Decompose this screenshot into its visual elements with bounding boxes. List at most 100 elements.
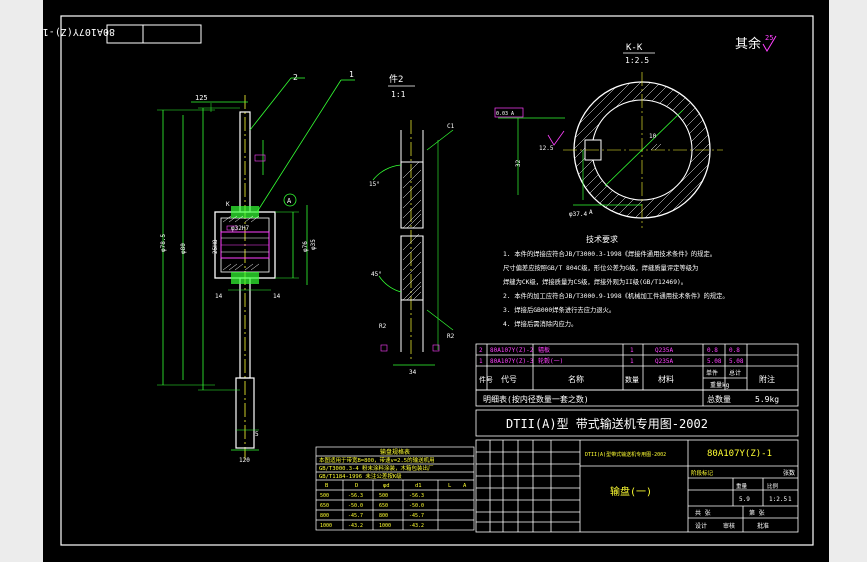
part-row-weight: 0.8 [707,347,718,354]
revision-cell: 500 [320,493,329,499]
revision-cell: 800 [320,513,329,519]
section-name: K-K [626,43,643,53]
section-keyway-depth: φ37.4 [569,211,587,218]
scale-value: 1:2.5 [769,496,787,503]
parts-list [475,343,799,407]
header-no: 件号 [479,375,493,384]
title-block [475,439,799,533]
section-keyway-width: 10 [649,133,657,140]
tech-req-item: 焊缝为CK级，焊接质量为CS级，焊接外观为II级(GB/T12469)。 [503,277,687,286]
dim-side-left: φ78.5 [160,234,167,252]
leader-label-2: 2 [293,73,298,82]
detail-dim-bottom: 34 [409,369,417,376]
dim-14b: 14 [273,293,281,300]
revision-head: d1 [415,483,422,489]
tech-req-item: 3. 焊接后GB000焊条进行去应力退火。 [503,305,615,314]
part-row-no: 2 [479,347,483,354]
total-weight: 5.9kg [755,395,779,404]
design-label: 设计 [695,522,707,530]
detail-angle2: 45° [371,271,382,278]
part-row-code: 80A107Y(Z)-3 [490,358,534,365]
revision-cell: -50.0 [409,503,424,509]
part-row-no: 1 [479,358,483,365]
part-row-name: 轮毂(一) [538,357,563,365]
revision-head: L [448,483,452,489]
revision-cell: 500 [379,493,388,499]
tech-req-title: 技术要求 [586,234,618,244]
revision-head: A [463,483,467,489]
weight-label: 重量 [736,482,748,490]
section-angle-label: A [589,209,593,216]
revision-cell: 650 [320,503,329,509]
revision-cell: -50.0 [348,503,363,509]
detail-r2-label: R2 [447,333,455,340]
part-row-total: 0.8 [729,347,740,354]
revision-cell: -45.7 [409,513,424,519]
roughness-value: 25 [765,34,773,42]
revision-row: 本图适用于带宽B=800，带速v=2.5的输送机用 [319,456,435,464]
drawing-sheet: 80A107Y(Z)-1 其余 25 [43,0,829,562]
scale-label: 比例 [767,482,779,490]
dim-14a: 14 [215,293,223,300]
revision-head: B [325,483,329,489]
total-weight-label: 总数量 [707,394,731,404]
header-qty: 数量 [625,375,639,384]
revision-cell: -45.7 [348,513,363,519]
part-row-code: 80A107Y(Z)-2 [490,347,534,354]
cad-drawing: 80A107Y(Z)-1 其余 25 [43,15,814,546]
revision-head: φd [383,483,390,489]
detail-r-label: R2 [379,323,387,330]
section-kk [494,72,723,228]
tech-req-item: 1. 本件的焊接应符合JB/T3000.3-1998《焊接件通用技术条件》的规定… [503,249,716,258]
part-row-material: Q235A [655,358,673,365]
header-unit: 单件 [706,369,718,377]
leader-label-1: 1 [349,70,354,79]
revision-cell: 1000 [320,523,332,529]
roughness-note: 其余 [735,36,761,52]
tech-req-list: 1. 本件的焊接应符合JB/T3000.3-1998《焊接件通用技术条件》的规定… [503,249,729,328]
revision-cell: 1000 [379,523,391,529]
stage-label: 阶段标记 [691,469,714,477]
revision-cell: -56.3 [348,493,363,499]
title-block-number: 80A107Y(Z)-1 [707,449,772,459]
revision-title: 输盘规格表 [380,448,410,456]
drawing-border [60,15,814,546]
mirrored-number-box: 80A107Y(Z)-1 [43,24,202,44]
tech-req-item: 尺寸偏差应按照GB/T 804C级，形位公差为G级，焊缝质量评定等级为 [503,263,698,272]
roughness-symbol-icon [762,35,777,52]
header-name: 名称 [568,374,584,384]
dim-top: 125 [195,94,208,102]
part-row-name: 辐板 [538,346,550,354]
section-scale: 1:2.5 [625,56,649,65]
header-code: 代号 [501,374,517,384]
detail-view [372,120,454,366]
header-weight: 重量kg [710,381,730,389]
revision-row: GB/T3000.3-4 粉末涂料涂装，木箱包装出厂 [319,464,434,472]
revision-row: GB/T1184-1996 未注公差按K级 [319,472,402,480]
dim-phi2: φ76 [302,241,309,252]
header-total: 总计 [729,369,741,377]
dim-bottom: 120 [239,457,250,464]
part-row-qty: 1 [630,358,634,365]
total-sheets: 共 张 [695,509,711,517]
part-row-weight: 5.08 [707,358,722,365]
tech-req-item: 4. 焊接后需消除内应力。 [503,319,577,328]
main-view [157,77,355,460]
dim-phi1: φ80 [180,243,187,254]
sheet-no: 第 张 [749,509,765,517]
revision-cell: -56.3 [409,493,424,499]
header-note: 附注 [759,374,775,384]
check-label: 审核 [723,522,735,530]
label-k: K [226,201,230,208]
dim-hub: 25H8 [212,239,219,254]
title-block-part-name: 输盘(一) [610,485,652,498]
dim-inner: φ32H7 [231,225,249,232]
tech-req-item: 2. 本件的加工应符合JB/T3000.9-1998《机械加工件通用技术条件》的… [503,291,729,300]
part-row-material: Q235A [655,347,673,354]
part-row-qty: 1 [630,347,634,354]
section-ra-label: 12.5 [539,145,554,152]
section-dim-side: 32 [515,159,522,167]
revision-cell: -43.2 [348,523,363,529]
sheet-value: 1 [788,496,792,503]
revision-cell: 800 [379,513,388,519]
